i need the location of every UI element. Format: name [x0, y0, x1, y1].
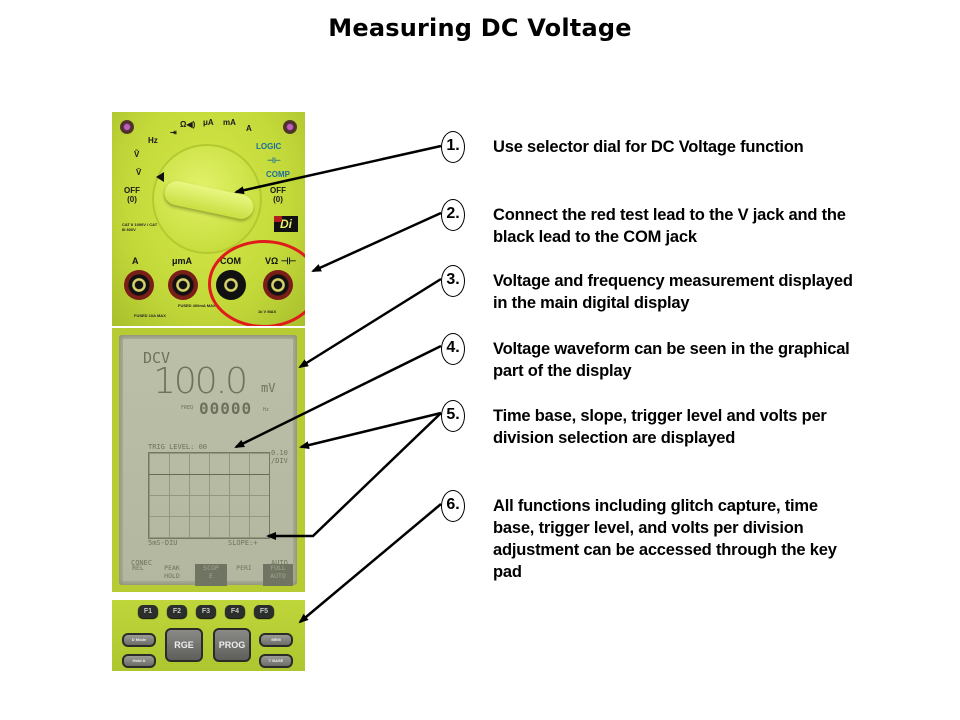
arrow-step-3	[298, 277, 442, 369]
lcd-freq-value: 00000	[199, 399, 253, 418]
lcd-mode: DCV	[143, 349, 171, 367]
step-number-badge: 5.	[441, 400, 465, 432]
key-f3[interactable]: F3	[196, 605, 216, 618]
lcd-slope: SLOPE:+	[228, 539, 258, 547]
cat-rating-label: CAT II 1000V / CAT III 600V	[122, 222, 158, 232]
brand-logo: Di	[274, 216, 298, 232]
lcd-time-base: 5mS-DIU	[148, 539, 178, 547]
key-hold[interactable]: Hold A	[122, 654, 156, 668]
key-prog[interactable]: PROG	[213, 628, 251, 662]
step-number-badge: 6.	[441, 490, 465, 522]
key-rge[interactable]: RGE	[165, 628, 203, 662]
key-f4[interactable]: F4	[225, 605, 245, 618]
waveform-trace	[149, 474, 269, 475]
fuse-note-a: FUSED 10A MAX	[134, 313, 166, 318]
dial-label-logic: LOGIC	[256, 142, 282, 151]
step-number-badge: 3.	[441, 265, 465, 297]
step-text: Connect the red test lead to the V jack …	[493, 206, 846, 246]
dial-label-hz: Hz	[148, 136, 158, 145]
meter-dial-photo: Hz ⇥ Ω◀) μA mA A Ṽ V̄ OFF (0) LOGIC ⊣⊢ C…	[112, 112, 305, 326]
jack-a[interactable]	[124, 270, 154, 300]
arrow-step-6	[298, 503, 442, 624]
arrow-step-2	[311, 211, 442, 273]
jack-highlight-ring	[208, 240, 305, 326]
lcd-waveform-grid	[148, 452, 270, 539]
softkey-full-auto[interactable]: FULL AUTO	[263, 564, 293, 586]
lcd-screen: DCV 100.0 mV FREQ 00000 Hz TRIG LEVEL: 0…	[123, 339, 293, 581]
screw-icon	[120, 120, 134, 134]
lcd-trig-level: TRIG LEVEL: 00	[148, 443, 208, 451]
lcd-reading-unit: mV	[261, 381, 276, 395]
key-mem[interactable]: MEM	[259, 633, 293, 647]
key-d-mode[interactable]: D Mode	[122, 633, 156, 647]
selector-dial[interactable]	[152, 144, 262, 254]
step-text: Time base, slope, trigger level and volt…	[493, 407, 827, 447]
softkey-scope[interactable]: SCOP E	[195, 564, 227, 586]
dial-label-off-left: OFF (0)	[124, 186, 140, 204]
step-text: All functions including glitch capture, …	[493, 497, 837, 581]
softkey-peri[interactable]: PERI	[236, 564, 252, 572]
jack-label-a: A	[132, 256, 139, 266]
dial-pointer-icon	[156, 172, 164, 182]
dial-label-cap: ⊣⊢	[267, 156, 281, 165]
dial-label-ohm: Ω◀)	[180, 120, 196, 129]
step-number-badge: 1.	[441, 131, 465, 163]
slide-title: Measuring DC Voltage	[328, 14, 632, 42]
dial-label-ma: mA	[223, 118, 236, 127]
step-number-badge: 4.	[441, 333, 465, 365]
softkey-peak-hold[interactable]: PEAK HOLD	[164, 564, 180, 580]
meter-display-photo: DCV 100.0 mV FREQ 00000 Hz TRIG LEVEL: 0…	[112, 328, 305, 592]
arrow-step-5a	[299, 411, 442, 449]
lcd-freq-unit: Hz	[263, 407, 270, 413]
step-text: Use selector dial for DC Voltage functio…	[493, 138, 804, 156]
key-f1[interactable]: F1	[138, 605, 158, 618]
lcd-bezel: DCV 100.0 mV FREQ 00000 Hz TRIG LEVEL: 0…	[119, 335, 297, 586]
dial-label-vac: Ṽ	[134, 150, 140, 159]
key-f2[interactable]: F2	[167, 605, 187, 618]
dial-label-a: A	[246, 124, 252, 133]
lcd-coupling: CONEC	[131, 559, 153, 567]
screw-icon	[283, 120, 297, 134]
key-f5[interactable]: F5	[254, 605, 274, 618]
lcd-volts-per-div: 0.10 /DIV	[271, 449, 288, 465]
key-t-base[interactable]: T BASE	[259, 654, 293, 668]
fuse-note-ma: FUSED 400mA MAX	[178, 303, 216, 308]
dial-knob[interactable]	[162, 178, 256, 222]
step-text: Voltage waveform can be seen in the grap…	[493, 340, 850, 380]
lcd-range-mode: AUTO	[271, 559, 288, 567]
lcd-reading: 100.0	[153, 361, 248, 402]
softkey-rel[interactable]: REL	[132, 564, 144, 572]
step-text: Voltage and frequency measurement displa…	[493, 272, 853, 312]
lcd-freq-label: FREQ	[181, 405, 194, 411]
dial-label-ua: μA	[203, 118, 214, 127]
step-number-badge: 2.	[441, 199, 465, 231]
jack-label-ma: μmA	[172, 256, 193, 266]
dial-label-off-right: OFF (0)	[270, 186, 286, 204]
dial-label-comp: COMP	[266, 170, 290, 179]
dial-label-diode: ⇥	[170, 128, 177, 137]
jack-ma[interactable]	[168, 270, 198, 300]
meter-keypad-photo: F1 F2 F3 F4 F5 D Mode Hold A RGE PROG ME…	[112, 600, 305, 671]
dial-label-vdc: V̄	[136, 168, 142, 177]
